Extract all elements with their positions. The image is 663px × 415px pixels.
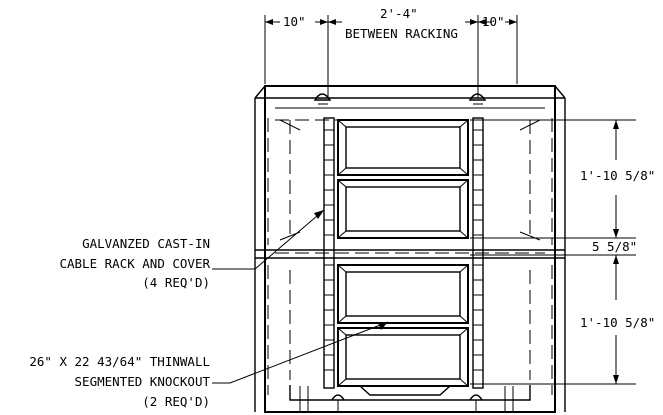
top-dimension-lines — [264, 15, 518, 98]
dim-gap: 5 5/8" — [592, 239, 637, 254]
callout-cable-rack-line-1: GALVANZED CAST-IN — [82, 236, 210, 251]
dim-upper-height: 1'-10 5/8" — [580, 168, 655, 183]
inner-dashed-walls — [267, 118, 553, 395]
dim-lower-height: 1'-10 5/8" — [580, 315, 655, 330]
callout-knockout-line-3: (2 REQ'D) — [142, 394, 210, 409]
bottom-details — [289, 385, 531, 412]
top-inserts — [313, 93, 487, 105]
knockout-panel-1 — [337, 119, 469, 176]
right-dimension-lines — [470, 119, 636, 385]
callout-cable-rack-line-2: CABLE RACK AND COVER — [59, 256, 210, 271]
dim-right-offset: 10" — [482, 14, 505, 29]
knockout-panel-4 — [337, 327, 469, 387]
callout-knockout-leader — [212, 321, 389, 384]
vault-outline — [254, 85, 566, 413]
callout-cable-rack-line-3: (4 REQ'D) — [142, 275, 210, 290]
dim-between-racking-caption: BETWEEN RACKING — [345, 26, 458, 41]
knockout-panel-2 — [337, 179, 469, 239]
callout-cable-rack-leader — [212, 209, 325, 270]
callout-knockout-line-2: SEGMENTED KNOCKOUT — [75, 374, 211, 389]
dim-between-racking: 2'-4" — [380, 6, 418, 21]
callout-knockout-line-1: 26" X 22 43/64" THINWALL — [29, 354, 210, 369]
cable-rack-left — [323, 117, 335, 389]
cable-rack-right — [472, 117, 484, 389]
knockout-panel-3 — [337, 264, 469, 324]
dim-left-offset: 10" — [283, 14, 306, 29]
